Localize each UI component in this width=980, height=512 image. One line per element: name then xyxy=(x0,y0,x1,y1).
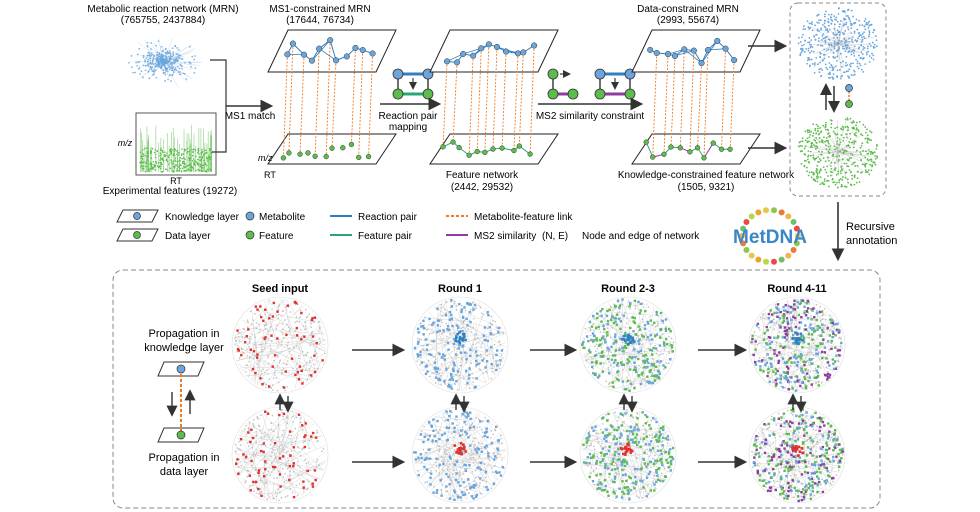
legend-metabolite: Metabolite xyxy=(259,212,306,223)
network-r1-c1 xyxy=(411,406,509,504)
legend-feature: Feature xyxy=(259,231,294,242)
metdna-logo-text: MetDNA xyxy=(733,227,807,248)
legend-ne-desc: Node and edge of network xyxy=(582,231,700,242)
network-r0-c2 xyxy=(579,296,677,394)
reaction-pair-icon xyxy=(392,68,434,100)
recursion-network-grid xyxy=(231,296,846,504)
features-scatter xyxy=(139,124,213,173)
mz-small-label: m/z xyxy=(258,153,273,163)
kc-network-label: Knowledge-constrained feature network xyxy=(618,170,795,181)
network-r0-c1 xyxy=(411,296,509,394)
ms1-mrn-count: (17644, 76734) xyxy=(286,15,354,26)
legend-reaction-pair: Reaction pair xyxy=(358,212,418,223)
data-network-blob xyxy=(798,117,879,189)
mz-axis-label: m/z xyxy=(118,138,133,148)
rt-axis-label: RT xyxy=(170,176,182,186)
ms1-match-label: MS1 match xyxy=(225,111,276,122)
data-layer-stack xyxy=(631,29,761,165)
rt-small-label: RT xyxy=(264,170,276,180)
legend-ms2: MS2 similarity xyxy=(474,231,536,242)
knowledge-network-blob xyxy=(797,7,878,80)
panel-link-icon xyxy=(845,84,853,108)
network-r0-c0 xyxy=(231,296,329,394)
mrn-count: (765755, 2437884) xyxy=(121,15,206,26)
ms2-constraint-label: MS2 similarity constraint xyxy=(536,111,645,122)
legend-data-layer: Data layer xyxy=(165,231,211,242)
data-mrn-count: (2993, 55674) xyxy=(657,15,719,26)
legend-metabolite-icon xyxy=(245,211,255,221)
ms2-constraint-icon xyxy=(594,68,636,100)
recursion-arrows xyxy=(274,343,807,469)
ms1-layer-stack xyxy=(267,29,397,165)
kc-network-count: (1505, 9321) xyxy=(678,182,735,193)
round-2-3-label: Round 2-3 xyxy=(601,283,655,295)
prop-data-line2: data layer xyxy=(160,466,209,478)
feature-layer-stack xyxy=(429,29,559,165)
prop-knowledge-line1: Propagation in xyxy=(149,328,220,340)
network-r0-c3 xyxy=(748,296,846,394)
legend-knowledge-layer: Knowledge layer xyxy=(165,212,240,223)
prop-mini-icon xyxy=(157,361,205,443)
mrn-title: Metabolic reaction network (MRN) xyxy=(87,4,238,15)
legend-ne: (N, E) xyxy=(542,231,568,242)
network-panel xyxy=(789,2,887,197)
experimental-features-label: Experimental features (19272) xyxy=(103,186,238,197)
prop-data-line1: Propagation in xyxy=(149,452,220,464)
network-r1-c0 xyxy=(231,406,329,504)
feature-network-count: (2442, 29532) xyxy=(451,182,513,193)
round-1-label: Round 1 xyxy=(438,283,482,295)
legend-link: Metabolite-feature link xyxy=(474,212,573,223)
legend: Knowledge layer Data layer Metabolite Fe… xyxy=(116,209,700,242)
mrn-hairball xyxy=(128,37,202,88)
prop-knowledge-line2: knowledge layer xyxy=(144,342,224,354)
round-seed-label: Seed input xyxy=(252,283,309,295)
data-mrn-title: Data-constrained MRN xyxy=(637,4,739,15)
legend-feature-icon xyxy=(245,230,255,240)
recursive-line2: annotation xyxy=(846,235,897,247)
legend-feature-pair: Feature pair xyxy=(358,231,413,242)
recursion-panel xyxy=(112,269,881,509)
ms1-mrn-title: MS1-constrained MRN xyxy=(269,4,370,15)
logo-ring xyxy=(739,207,801,265)
round-4-11-label: Round 4-11 xyxy=(767,283,826,295)
network-r1-c2 xyxy=(579,406,677,504)
reaction-pair-mapping-line1: Reaction pair xyxy=(379,111,439,122)
metdna-logo: MetDNA xyxy=(733,207,807,265)
feature-network-label: Feature network xyxy=(446,170,519,181)
network-r1-c3 xyxy=(748,406,846,504)
ms2-edge-icon xyxy=(547,68,579,100)
recursive-line1: Recursive xyxy=(846,221,895,233)
reaction-pair-mapping-line2: mapping xyxy=(389,122,427,133)
